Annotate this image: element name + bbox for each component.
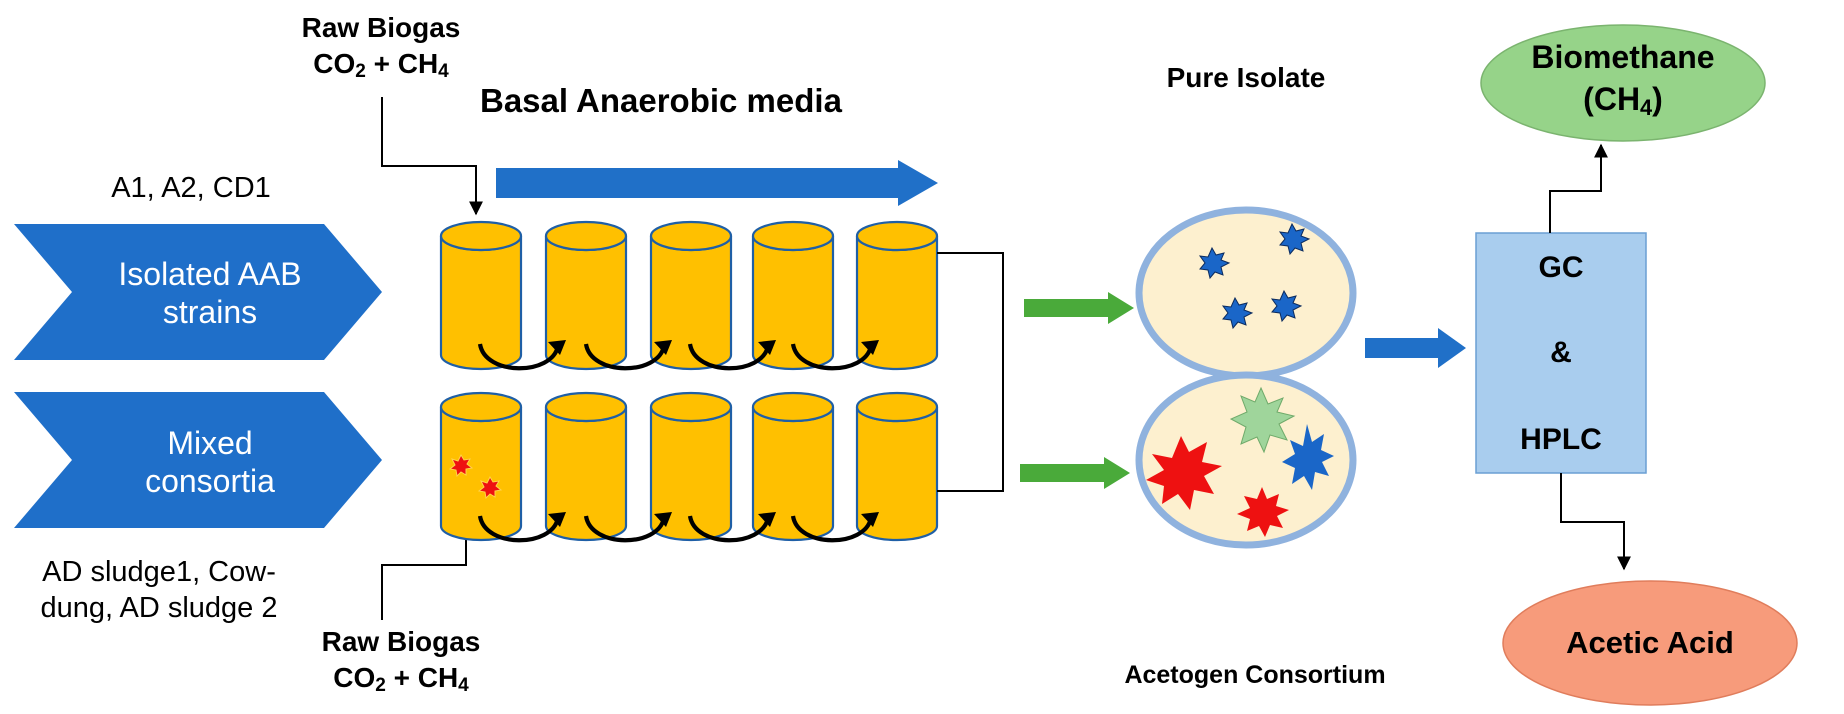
acetic-acid-label: Acetic Acid <box>1566 625 1734 660</box>
chevron-bottom-line2: consortia <box>145 463 275 499</box>
analysis-box <box>1475 232 1647 474</box>
microbe-blue-2 <box>1278 222 1311 256</box>
raw-biogas-bottom-title: Raw Biogas <box>321 626 481 657</box>
biomethane-label: Biomethane (CH4) <box>1483 36 1763 120</box>
biomethane-ellipse <box>1480 24 1766 142</box>
dish-pure-isolate <box>1135 206 1357 380</box>
microbe-blue-4 <box>1270 289 1303 323</box>
acetogen-consortium-label: Acetogen Consortium <box>1124 661 1386 689</box>
green-arrow-top <box>1024 292 1134 324</box>
microbe-red-small-1 <box>448 453 474 478</box>
analysis-line1: GC <box>1538 251 1584 284</box>
biomethane-line1: Biomethane <box>1531 39 1715 75</box>
microbe-blue-large <box>1282 424 1334 490</box>
pure-isolate-label: Pure Isolate <box>1166 62 1326 93</box>
chevron-top-line2: strains <box>162 294 258 330</box>
acetic-acid-ellipse <box>1502 580 1798 706</box>
mixed-sources-line1: AD sludge1, Cow- <box>42 556 276 588</box>
microbe-red-large <box>1146 436 1222 510</box>
media-flow-arrow <box>496 160 938 206</box>
transfer-curl-tips <box>548 340 879 527</box>
chevron-bottom-line1: Mixed <box>167 425 253 461</box>
chevron-mixed-consortia <box>14 392 382 528</box>
raw-biogas-bottom-formula: CO2 + CH4 <box>333 662 469 697</box>
dish-acetogen-consortium <box>1135 371 1357 549</box>
chevron-isolated-strains <box>14 224 382 360</box>
raw-biogas-top-title: Raw Biogas <box>301 12 461 43</box>
pure-strain-sources: A1, A2, CD1 <box>111 172 271 204</box>
mixed-sources: AD sludge1, Cow- dung, AD sludge 2 <box>14 554 304 626</box>
microbe-red-small-2 <box>477 475 503 500</box>
microbe-blue-1 <box>1198 246 1231 280</box>
mixed-sources-line2: dung, AD sludge 2 <box>40 592 278 624</box>
blue-arrow-to-analysis <box>1365 328 1466 368</box>
chevron-bottom-text: Mixed consortia <box>60 424 360 500</box>
raw-biogas-top-formula: CO2 + CH4 <box>313 48 449 83</box>
raw-biogas-top-label: Raw Biogas CO2 + CH4 <box>291 10 471 82</box>
microbe-blue-3 <box>1221 296 1254 330</box>
microbe-green-large <box>1229 386 1296 454</box>
gas-feed-bottom-line <box>381 521 473 620</box>
raw-biogas-bottom-label: Raw Biogas CO2 + CH4 <box>311 624 491 696</box>
connector-to-acetic-acid <box>1560 473 1631 571</box>
gas-feed-top-line <box>381 97 483 216</box>
analysis-line2: & <box>1550 336 1572 369</box>
media-label: Basal Anaerobic media <box>480 82 842 119</box>
connector-to-biomethane <box>1549 143 1608 233</box>
green-arrow-bottom <box>1020 457 1130 489</box>
microbe-red-medium <box>1237 487 1289 537</box>
chevron-top-text: Isolated AAB strains <box>60 255 360 331</box>
chevron-top-line1: Isolated AAB <box>118 256 302 292</box>
biomethane-line2: (CH4) <box>1583 81 1663 120</box>
rows-bracket <box>937 252 1004 492</box>
analysis-line3: HPLC <box>1520 423 1602 456</box>
